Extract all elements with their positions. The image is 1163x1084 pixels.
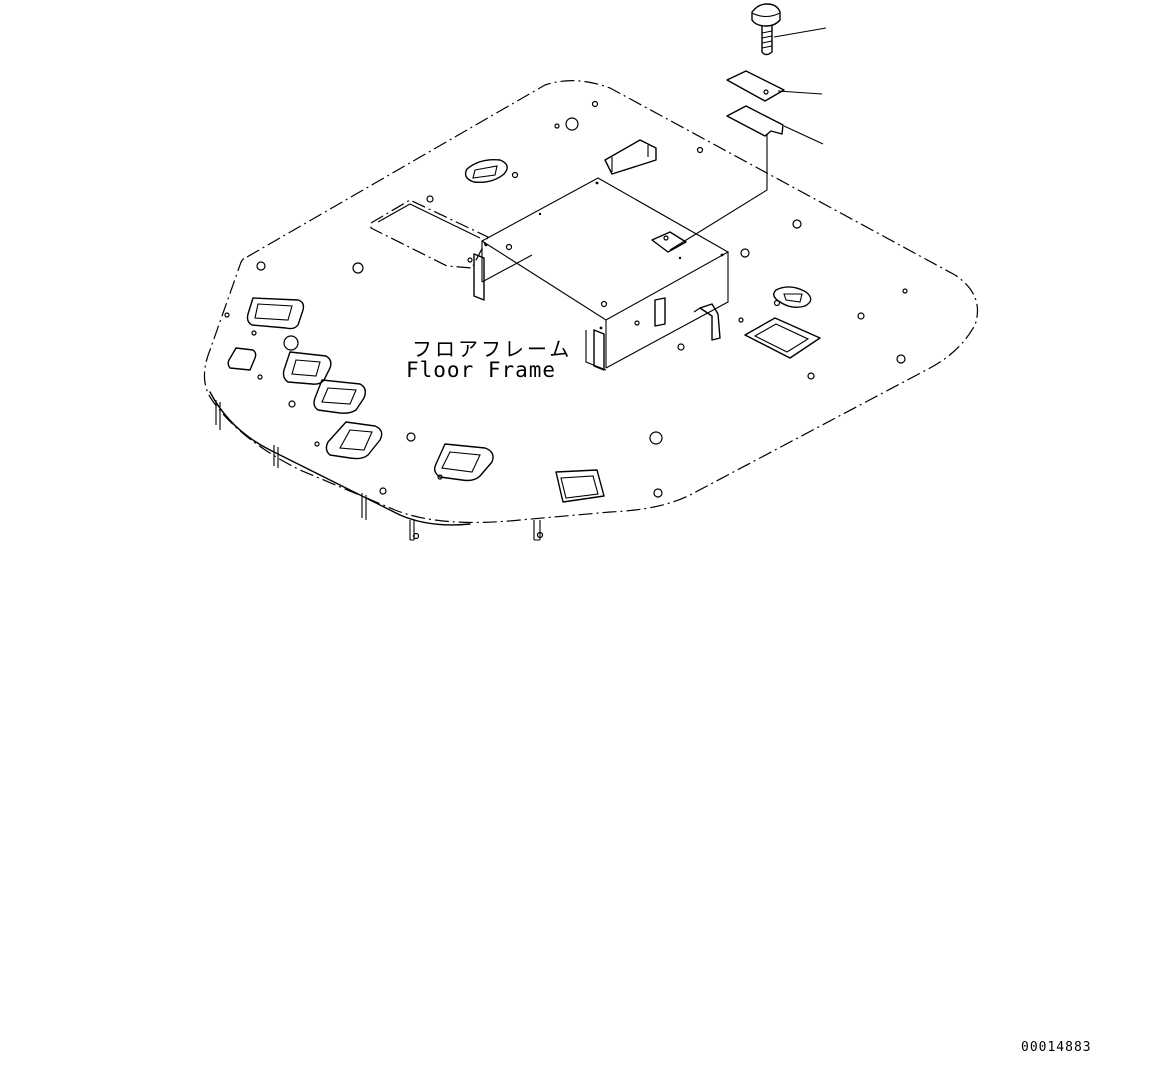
left-panel (370, 199, 489, 269)
part-label-english: Floor Frame (406, 358, 557, 382)
bolt (751, 3, 781, 56)
gasket-plate (726, 105, 784, 137)
mounting-holes (224, 100, 908, 498)
central-box (473, 139, 730, 371)
access-openings (227, 159, 821, 503)
leader-lines (669, 27, 827, 251)
floor-plate-outline (203, 80, 979, 524)
part-label-japanese: フロアフレーム (412, 337, 573, 361)
front-flange (209, 391, 471, 526)
cover-plate (726, 70, 785, 102)
drawing-number: 00014883 (1021, 1040, 1092, 1055)
